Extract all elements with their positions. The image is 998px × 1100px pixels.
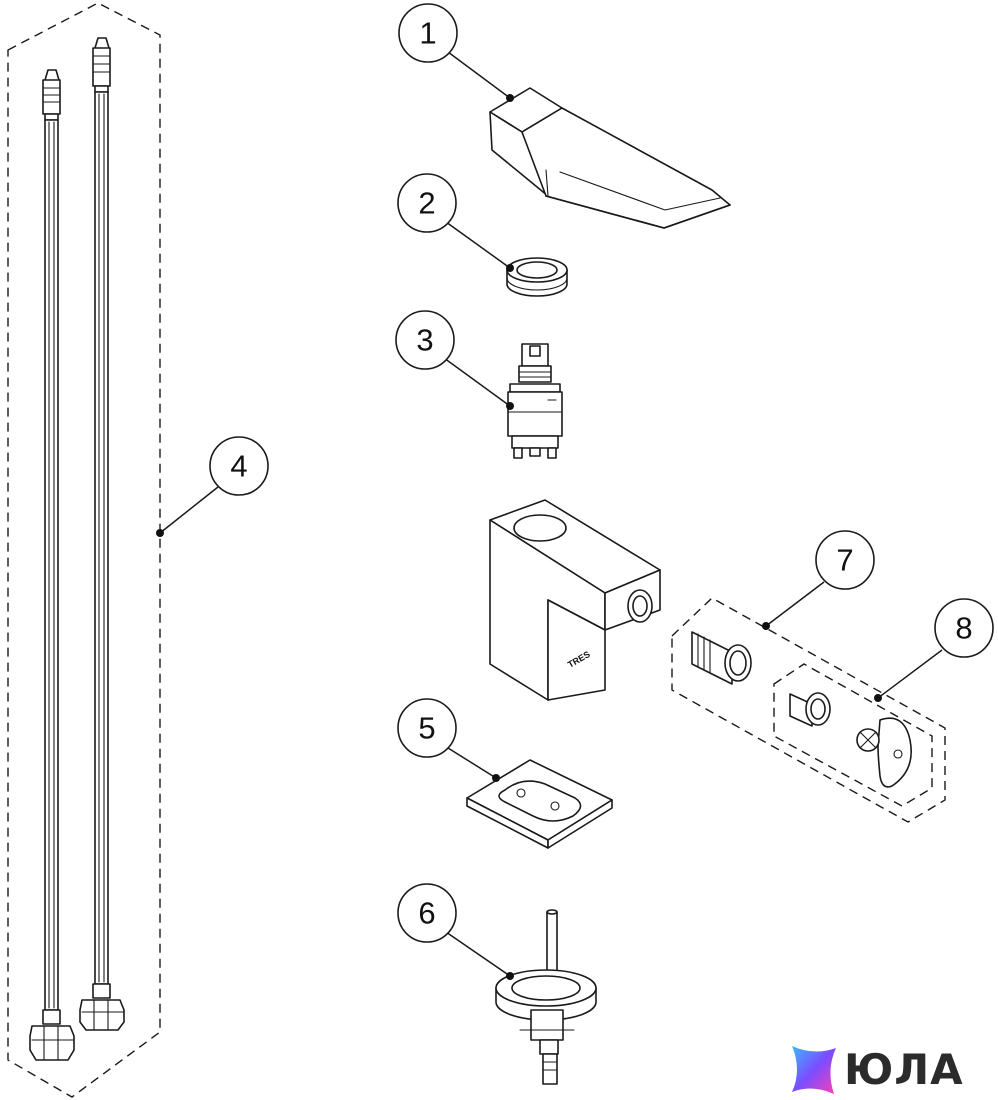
callout-7: 7 [815,530,875,590]
callout-6-label: 6 [418,896,435,931]
callout-4-label: 4 [230,449,247,484]
callout-7-label: 7 [836,543,853,578]
part-3-cartridge [507,343,563,459]
part-4-group-outline [7,2,161,1098]
hose-left [29,69,75,1061]
hose-right [79,37,125,1031]
callout-3: 3 [395,310,455,370]
part-4-flexible-hoses [7,2,161,1098]
callout-2: 2 [397,173,457,233]
callout-6: 6 [397,883,457,943]
brand-watermark: ЮЛА [788,1040,998,1100]
callout-5: 5 [397,698,457,758]
part-8-aerator-key [856,717,912,788]
callout-1: 1 [398,3,458,63]
leader-lines [156,51,943,980]
part-1-lever-handle [489,87,731,229]
callout-1-label: 1 [419,16,436,51]
part-7-connector-group [671,597,946,823]
part-5-base-plate [466,759,613,849]
callout-8-label: 8 [955,611,972,646]
brand-name: ЮЛА [844,1045,964,1094]
star-logo-icon [792,1046,836,1094]
part-7-group-outline [671,597,946,823]
callout-4: 4 [209,436,269,496]
callout-3-label: 3 [416,323,433,358]
part-8-aerator-group [773,663,933,807]
callout-8: 8 [934,598,994,658]
part-8-group-outline [773,663,933,807]
faucet-body: TRES [489,499,661,701]
part-7-threaded-adapter [691,631,752,685]
callout-2-label: 2 [418,186,435,221]
callout-5-label: 5 [418,711,435,746]
part-2-ring-adapter [506,257,568,297]
part-6-mounting-stud [495,909,597,1085]
part-8-aerator [789,692,831,727]
